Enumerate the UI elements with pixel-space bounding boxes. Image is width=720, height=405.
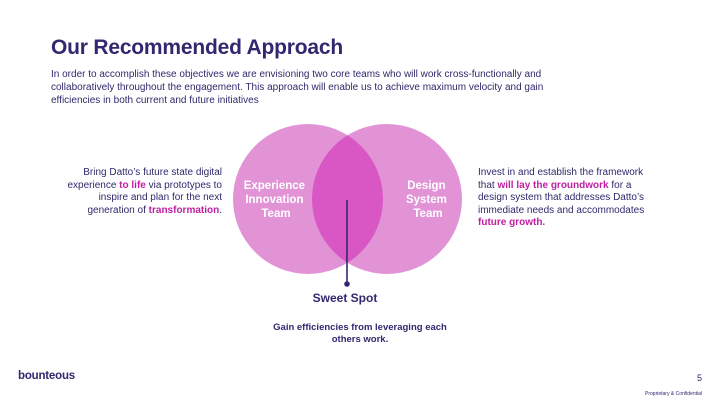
highlight-groundwork: will lay the groundwork — [497, 179, 609, 191]
bounteous-logo: bounteous — [18, 370, 75, 382]
confidential-note: Proprietary & Confidential — [645, 391, 702, 397]
right-circle-label: Design System Team — [406, 180, 450, 220]
intro-text: In order to accomplish these objectives … — [51, 69, 544, 106]
design-team-description: Invest in and establish the framework th… — [478, 167, 645, 229]
sweet-spot-description: Gain efficiencies from leveraging each o… — [273, 322, 447, 345]
experience-team-description: Bring Datto’s future state digital exper… — [67, 167, 222, 216]
page-number: 5 — [696, 373, 702, 383]
highlight-future-growth: future growth. — [478, 217, 546, 229]
slide-title: Our Recommended Approach — [51, 36, 343, 59]
overlap-region — [312, 124, 383, 274]
highlight-to-life: to life — [119, 179, 146, 191]
left-circle-label: Experience Innovation Team — [244, 180, 309, 220]
highlight-transformation: transformation — [148, 204, 220, 216]
sweet-spot-title: Sweet Spot — [312, 291, 378, 305]
sweet-spot-pointer-dot — [344, 281, 350, 287]
